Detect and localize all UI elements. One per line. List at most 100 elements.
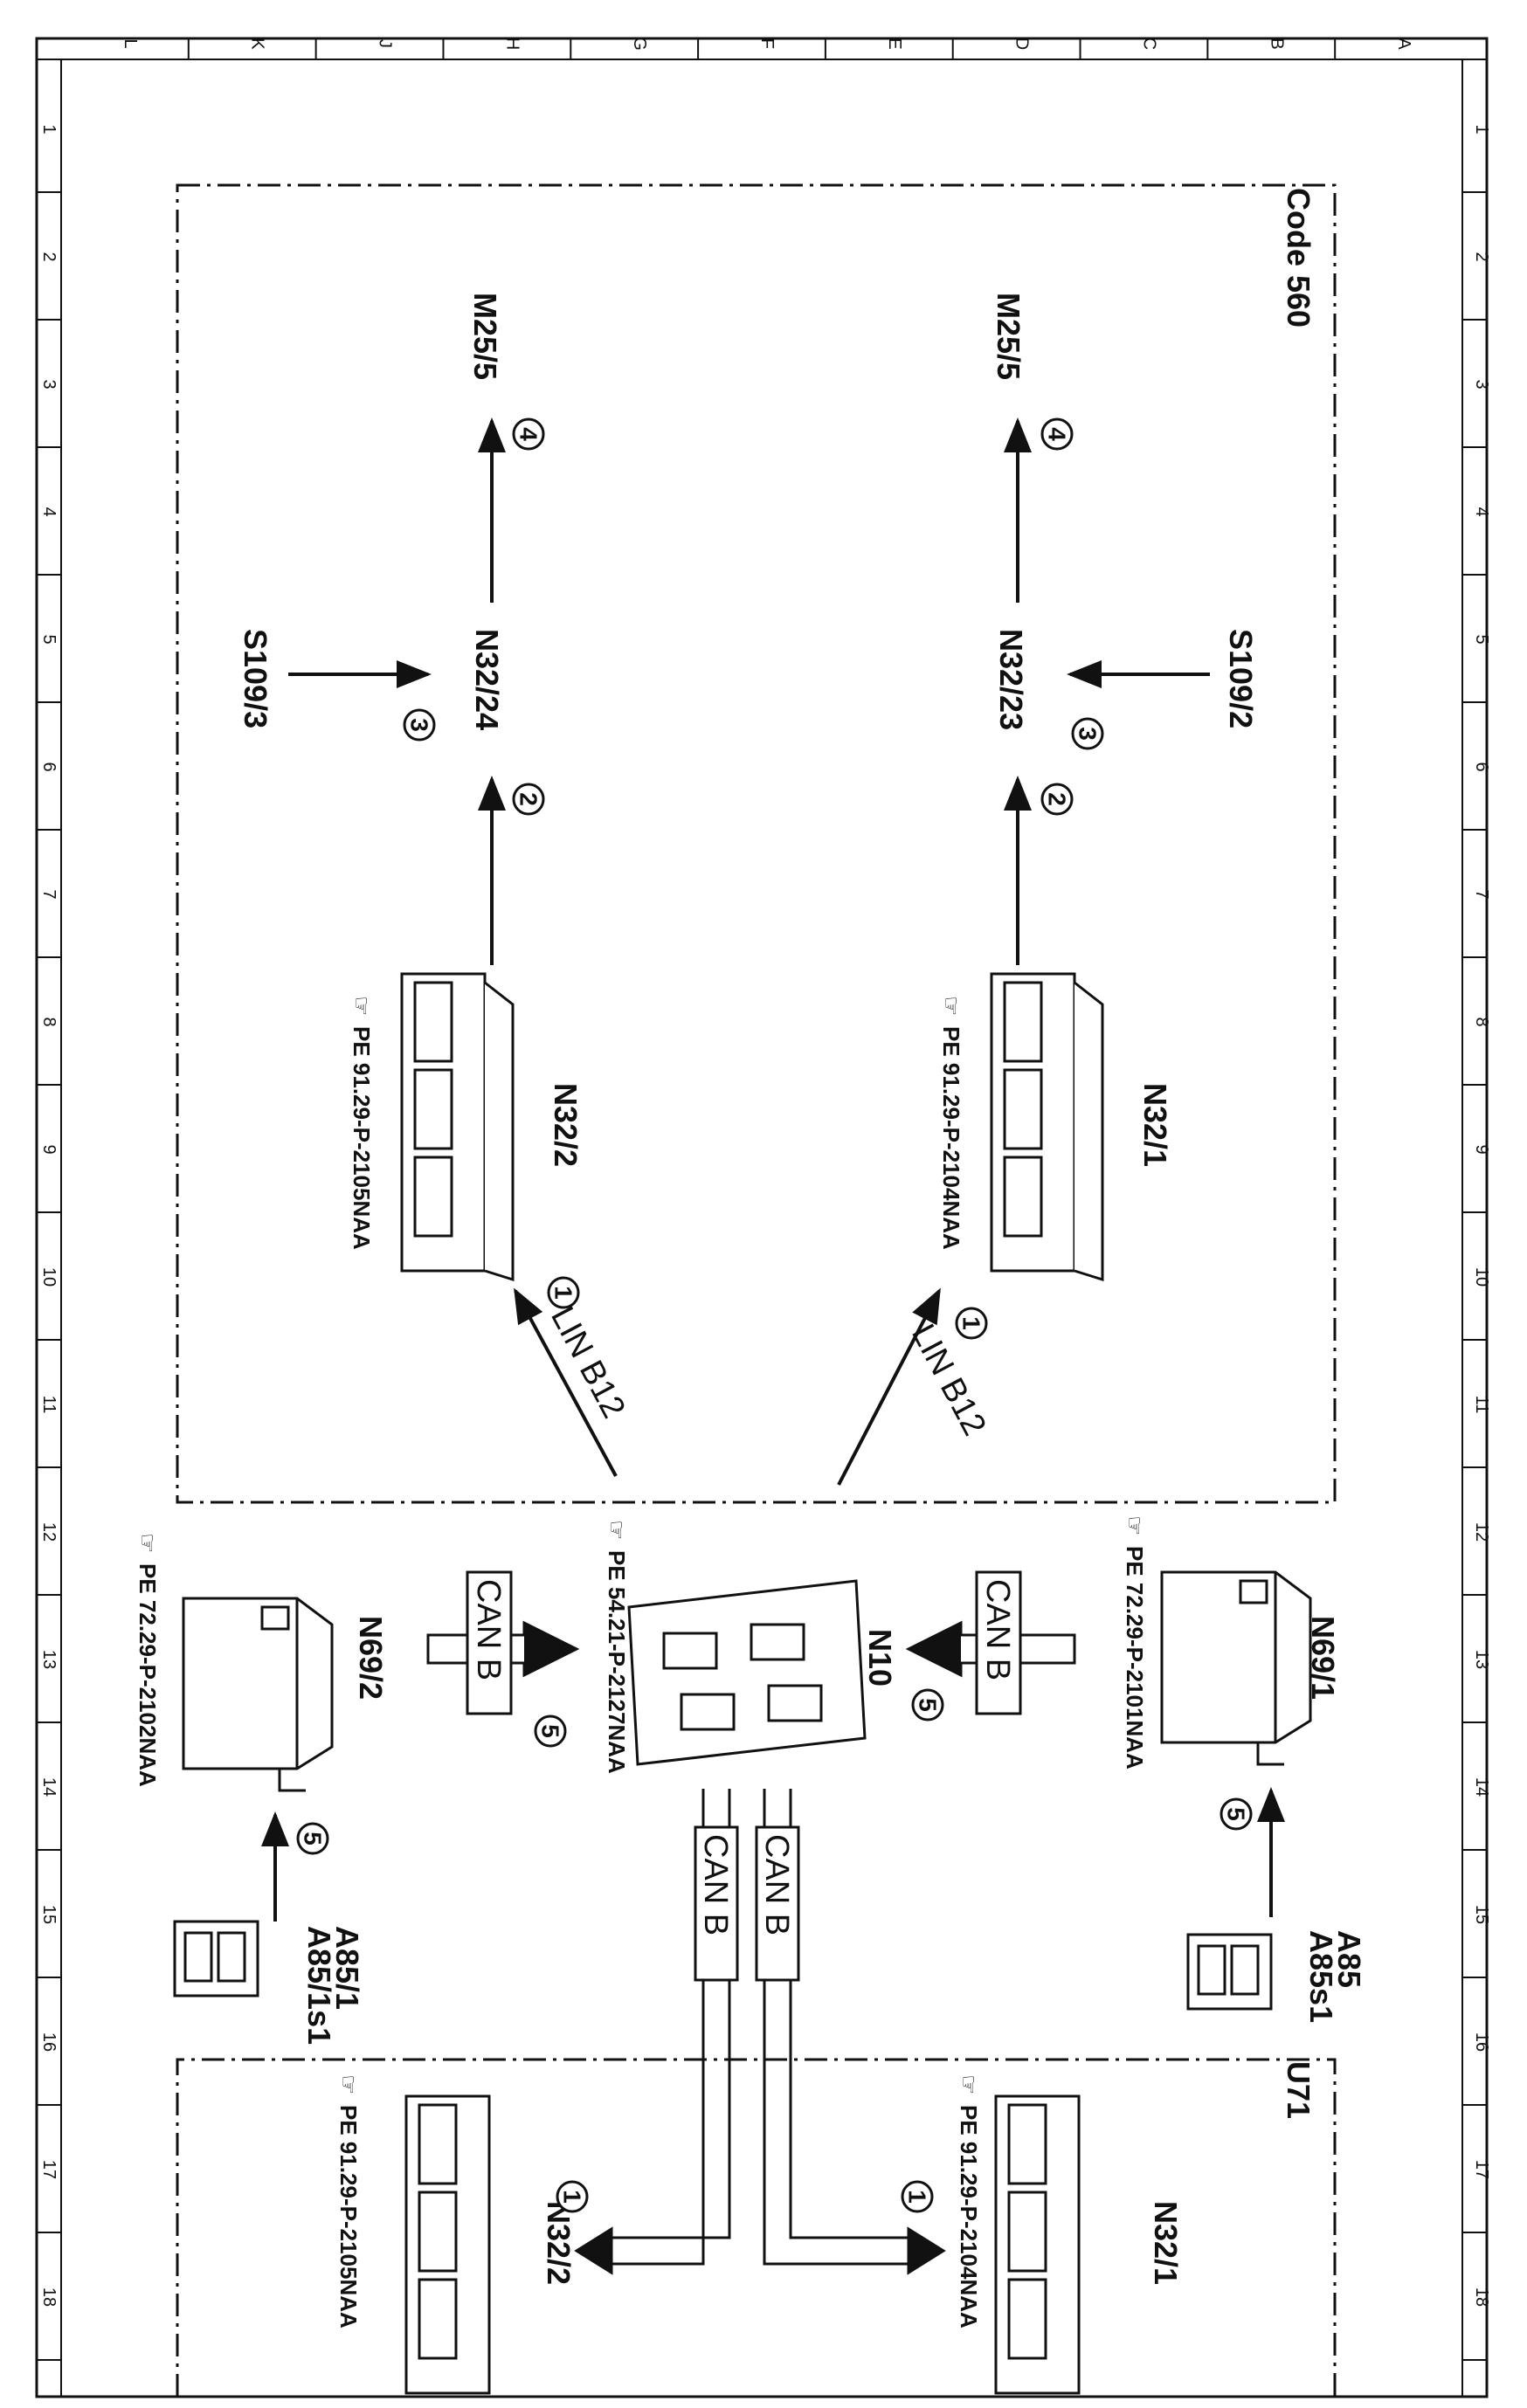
ref-n69-1-text: PE 72.29-P-2101NAA [1122,1546,1148,1770]
frame-row-number-right: 16 [1472,2032,1491,2052]
can-arrow-n69-1-to-n10 [905,1570,1076,1715]
a85-1-lock-drawing [173,1920,259,1997]
arrow-lin-right [837,1287,941,1486]
label-n32-2-top: N32/2 [548,1083,584,1167]
bus-label-lin-left: LIN B12 [543,1301,632,1425]
svg-text:2: 2 [1044,792,1071,806]
frame-row-number-left: 11 [39,1396,59,1414]
label-n10: N10 [862,1629,898,1687]
frame-column-letter: J [376,39,395,48]
frame-row-number-right: 18 [1472,2287,1491,2307]
ref-n32-1-bottom-text: PE 91.29-P-2104NAA [956,2105,982,2329]
n32-2-top-module-drawing [400,972,515,1282]
frame-column-letter: C [1139,38,1158,50]
frame-row-number-left: 3 [39,379,59,389]
frame-row-number-right: 10 [1472,1267,1491,1287]
frame-row-number-right: 1 [1472,124,1491,134]
pointing-hand-icon: ☞ [938,996,964,1016]
frame-row-number-left: 18 [39,2287,59,2307]
ref-n32-1-top[interactable]: ☞ PE 91.29-P-2104NAA [938,996,964,1250]
pointing-hand-icon: ☞ [1122,1515,1148,1535]
ref-n69-2[interactable]: ☞ PE 72.29-P-2102NAA [135,1533,161,1787]
frame-row-number-right: 14 [1472,1777,1491,1797]
label-s109-3: S109/3 [238,629,273,728]
label-a85: A85 [1331,1930,1367,1988]
frame-row-number-right: 3 [1472,379,1491,389]
svg-text:2: 2 [515,792,542,806]
can-route-to-n32-2-bottom [574,1789,739,2275]
frame-column-letter: H [502,38,522,50]
svg-text:3: 3 [1074,727,1102,741]
svg-text:5: 5 [915,1698,942,1712]
frame-row-number-right: 9 [1472,1144,1491,1154]
ref-n69-2-text: PE 72.29-P-2102NAA [135,1563,161,1787]
label-n32-24: N32/24 [469,629,505,730]
frame-row-number-right: 15 [1472,1905,1491,1924]
frame-row-number-left: 16 [39,2032,59,2052]
frame-row-number-right: 12 [1472,1522,1491,1542]
n32-2-bottom-module-drawing [404,2094,491,2395]
pointing-hand-icon: ☞ [349,996,375,1016]
ref-n32-1-bottom[interactable]: ☞ PE 91.29-P-2104NAA [956,2074,982,2329]
ref-n32-1-top-text: PE 91.29-P-2104NAA [938,1026,964,1250]
pointing-hand-icon: ☞ [135,1533,161,1553]
frame-row-number-left: 13 [39,1650,59,1669]
ref-n32-2-top[interactable]: ☞ PE 91.29-P-2105NAA [349,996,375,1250]
step-marker-can-n32-1: 1 [901,2180,934,2213]
pointing-hand-icon: ☞ [335,2074,362,2094]
svg-text:1: 1 [550,1286,577,1300]
frame-row-number-left: 4 [39,507,59,516]
code-560-region [176,183,1337,1504]
ref-n32-2-bottom[interactable]: ☞ PE 91.29-P-2105NAA [335,2074,362,2329]
n69-2-module-drawing [182,1597,334,1792]
step-marker-lin-right: 1 [955,1307,988,1340]
code-560-label: Code 560 [1281,188,1316,328]
svg-text:4: 4 [1044,427,1071,441]
label-m25-5-right: M25/5 [991,293,1026,380]
frame-row-number-right: 5 [1472,634,1491,644]
can-arrow-n69-2-to-n10 [426,1570,580,1715]
ref-n10-text: PE 54.21-P-2127NAA [604,1550,630,1774]
frame-row-number-left: 2 [39,252,59,261]
label-n69-2: N69/2 [353,1616,389,1700]
frame-row-number-left: 7 [39,889,59,899]
frame-row-number-left: 17 [39,2160,59,2179]
frame-row-number-right: 8 [1472,1017,1491,1026]
frame-row-number-left: 9 [39,1144,59,1154]
svg-text:5: 5 [1223,1807,1250,1821]
n69-1-module-drawing [1160,1570,1312,1766]
step-marker-can-n69-2-to-n10: 5 [534,1715,567,1748]
frame-row-number-left: 6 [39,762,59,771]
a85-lock-drawing [1186,1933,1273,2011]
step-marker-lin-left: 1 [547,1276,580,1309]
u71-label: U71 [1281,2061,1316,2119]
ref-n69-1[interactable]: ☞ PE 72.29-P-2101NAA [1122,1515,1148,1770]
step-marker-can-n69-1-to-n10: 5 [911,1688,944,1721]
frame-row-number-left: 15 [39,1905,59,1924]
frame-row-number-right: 2 [1472,252,1491,261]
step-marker-to-n32-23: 2 [1040,783,1074,816]
frame-row-number-right: 17 [1472,2160,1491,2179]
label-a85-1s1: A85/1s1 [301,1926,337,2045]
frame-row-number-left: 5 [39,634,59,644]
svg-text:5: 5 [537,1724,564,1738]
frame-row-number-right: 7 [1472,889,1491,899]
svg-text:4: 4 [515,427,542,441]
bus-label-can-vertical-right: CAN B [758,1834,795,1935]
frame-column-letter: K [248,38,267,50]
svg-text:1: 1 [958,1316,985,1330]
step-marker-to-m25-5-right: 4 [1040,417,1074,451]
frame-column-letter: G [630,37,649,51]
step-marker-a85-to-n69-1: 5 [1220,1797,1253,1831]
frame-row-number-right: 4 [1472,507,1491,516]
frame-column-letter: L [121,38,140,48]
step-marker-can-n32-2: 1 [556,2180,589,2213]
u71-region [176,2058,1337,2397]
label-n69-1: N69/1 [1305,1616,1341,1700]
svg-text:1: 1 [904,2190,931,2204]
label-n32-23: N32/23 [993,629,1029,730]
frame-row-number-right: 6 [1472,762,1491,771]
ref-n10[interactable]: ☞ PE 54.21-P-2127NAA [604,1520,630,1774]
